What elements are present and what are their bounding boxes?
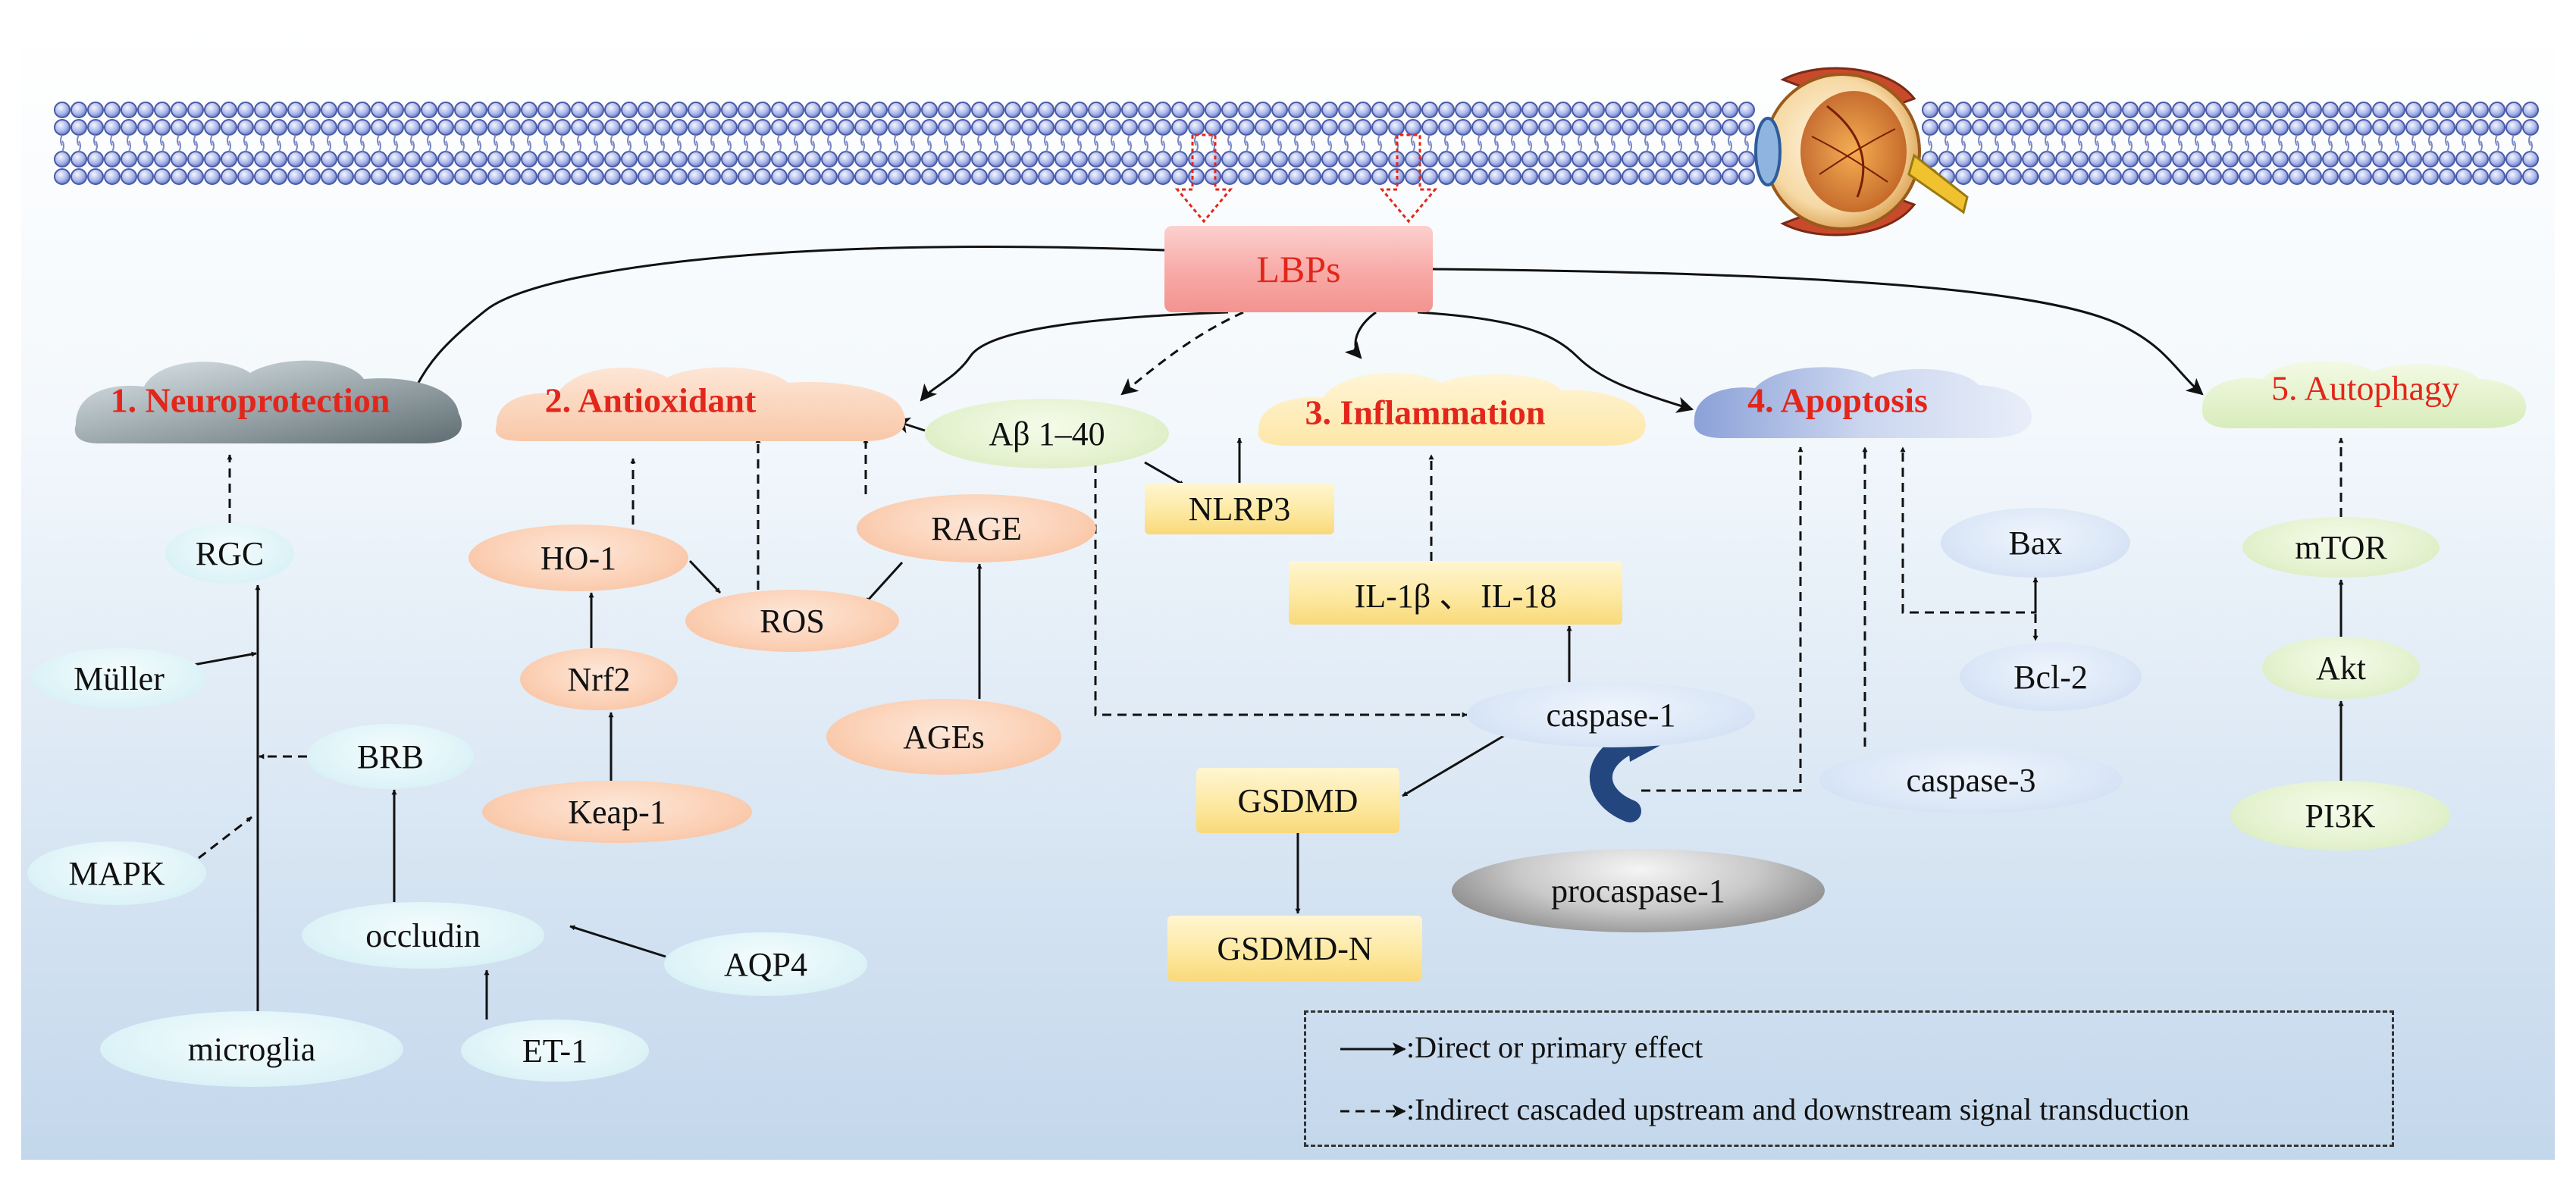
- membrane-entry-arrows: [1174, 133, 1438, 224]
- connector-0: [407, 245, 1165, 404]
- eye-icon: [1754, 67, 1969, 236]
- connector-5: [1432, 268, 2204, 396]
- node-akt: Akt: [2262, 637, 2420, 699]
- category-inflammation: 3. Inflammation: [1305, 393, 1546, 432]
- connector-23: [1144, 461, 1185, 487]
- connector-25: [1094, 464, 1468, 718]
- lbps-label: LBPs: [1256, 248, 1341, 290]
- legend-arrows: [1340, 1042, 1406, 1118]
- panel-background: [21, 24, 2555, 1160]
- connector-12: [569, 925, 666, 958]
- legend-box: :Direct or primary effect :Indirect casc…: [1304, 1010, 2394, 1147]
- connector-20: [864, 561, 904, 604]
- category-antioxidant: 2. Antioxidant: [544, 381, 757, 420]
- node-il: IL-1β 、 IL-18: [1289, 561, 1622, 625]
- category-apoptosis: 4. Apoptosis: [1747, 381, 1928, 420]
- node-bax: Bax: [1941, 508, 2130, 578]
- node-nrf2: Nrf2: [520, 648, 678, 710]
- node-et1: ET-1: [461, 1020, 649, 1082]
- connector-1: [920, 311, 1229, 402]
- membrane-tails: [60, 134, 2533, 152]
- node-pi3k: PI3K: [2230, 781, 2450, 850]
- node-gsdmd: GSDMD: [1196, 768, 1399, 833]
- node-mapk: MAPK: [27, 841, 206, 905]
- node-nlrp3: NLRP3: [1145, 483, 1334, 534]
- category-autophagy: 5. Autophagy: [2271, 368, 2459, 408]
- node-ho1: HO-1: [469, 525, 688, 591]
- connector-10: [198, 816, 252, 860]
- node-occludin: occludin: [302, 902, 544, 969]
- node-rgc: RGC: [165, 523, 294, 584]
- node-mtor: mTOR: [2242, 517, 2440, 578]
- node-caspase3: caspase-3: [1819, 747, 2123, 813]
- node-microglia: microglia: [100, 1011, 403, 1087]
- node-abeta: Aβ 1–40: [925, 399, 1169, 468]
- category-neuroprotection: 1. Neuroprotection: [110, 381, 390, 420]
- connector-3: [1344, 311, 1377, 359]
- legend-indirect-label: :Indirect cascaded upstream and downstre…: [1406, 1092, 2189, 1126]
- node-muller: Müller: [32, 648, 206, 709]
- node-ros: ROS: [685, 590, 899, 652]
- lbps-box: LBPs: [1164, 226, 1433, 312]
- node-gsdmdn: GSDMD-N: [1167, 916, 1422, 981]
- connector-19: [688, 559, 722, 594]
- node-ages: AGEs: [826, 699, 1061, 775]
- connector-8: [189, 651, 257, 667]
- node-keap1: Keap-1: [482, 781, 752, 843]
- node-brb: BRB: [307, 724, 474, 789]
- node-procaspase1: procaspase-1: [1452, 849, 1825, 932]
- node-rage: RAGE: [857, 494, 1096, 562]
- connector-2: [1120, 311, 1244, 396]
- node-bcl2: Bcl-2: [1960, 643, 2142, 711]
- legend-direct-label: :Direct or primary effect: [1406, 1030, 1703, 1064]
- node-caspase1: caspase-1: [1467, 682, 1755, 747]
- node-aqp4: AQP4: [664, 932, 867, 996]
- connector-28: [1402, 734, 1506, 797]
- connector-30: [1641, 446, 1804, 792]
